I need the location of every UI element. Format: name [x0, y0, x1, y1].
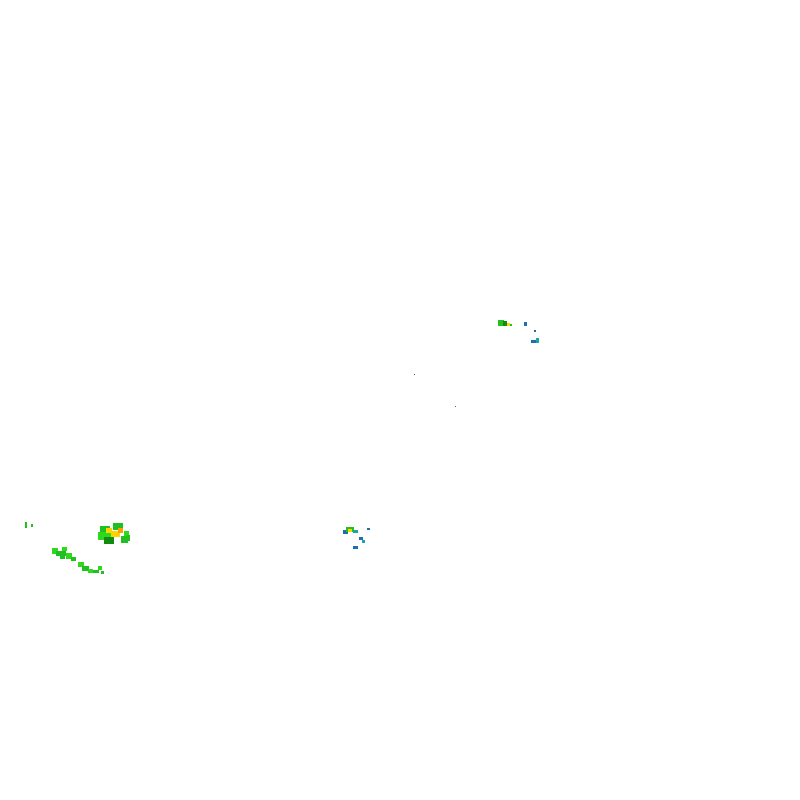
echo-pixel: [534, 330, 536, 332]
northeast-cell: [498, 320, 539, 343]
echo-pixel: [111, 531, 120, 537]
echo-pixel: [503, 321, 507, 326]
echo-pixel: [62, 547, 67, 551]
echo-pixel: [124, 531, 129, 536]
echo-pixel: [118, 528, 123, 533]
echo-pixel: [127, 535, 130, 541]
echo-pixel: [56, 551, 66, 556]
echo-pixel: [98, 566, 102, 570]
echo-pixel: [510, 324, 512, 326]
echo-pixel: [359, 537, 363, 540]
echo-pixel: [121, 536, 128, 543]
echo-pixel: [31, 524, 33, 527]
echo-pixel: [362, 540, 365, 543]
isolated-echoes: [414, 374, 456, 407]
central-small-cell: [343, 527, 370, 549]
echo-pixel: [524, 322, 527, 326]
echo-pixel: [52, 548, 58, 554]
echo-pixel: [25, 522, 27, 528]
echo-pixel: [101, 571, 104, 574]
echo-pixel: [353, 530, 358, 533]
echo-pixel: [113, 523, 123, 530]
echo-pixel: [348, 529, 352, 532]
west-edge-echoes: [25, 522, 33, 528]
echo-pixel: [536, 338, 539, 343]
echo-pixel: [66, 553, 72, 559]
west-core-cell: [98, 523, 130, 544]
echo-pixel: [71, 557, 76, 561]
echo-pixel: [98, 532, 112, 540]
echo-pixel: [82, 566, 89, 571]
echo-pixel: [353, 546, 358, 549]
echo-pixel: [343, 530, 348, 534]
echo-pixel: [106, 528, 112, 533]
echo-pixel: [367, 528, 370, 530]
echo-pixel: [414, 374, 415, 375]
echo-pixel: [60, 556, 65, 559]
west-line-cluster: [52, 547, 104, 574]
echo-pixel: [88, 569, 93, 573]
echo-pixel: [104, 537, 114, 544]
echo-pixel: [455, 406, 456, 407]
echo-pixel: [100, 526, 110, 534]
echo-pixel: [498, 320, 504, 326]
echo-pixel: [93, 570, 99, 573]
echo-pixel: [78, 562, 84, 567]
echo-pixel: [507, 323, 510, 326]
echo-pixel: [531, 340, 537, 343]
